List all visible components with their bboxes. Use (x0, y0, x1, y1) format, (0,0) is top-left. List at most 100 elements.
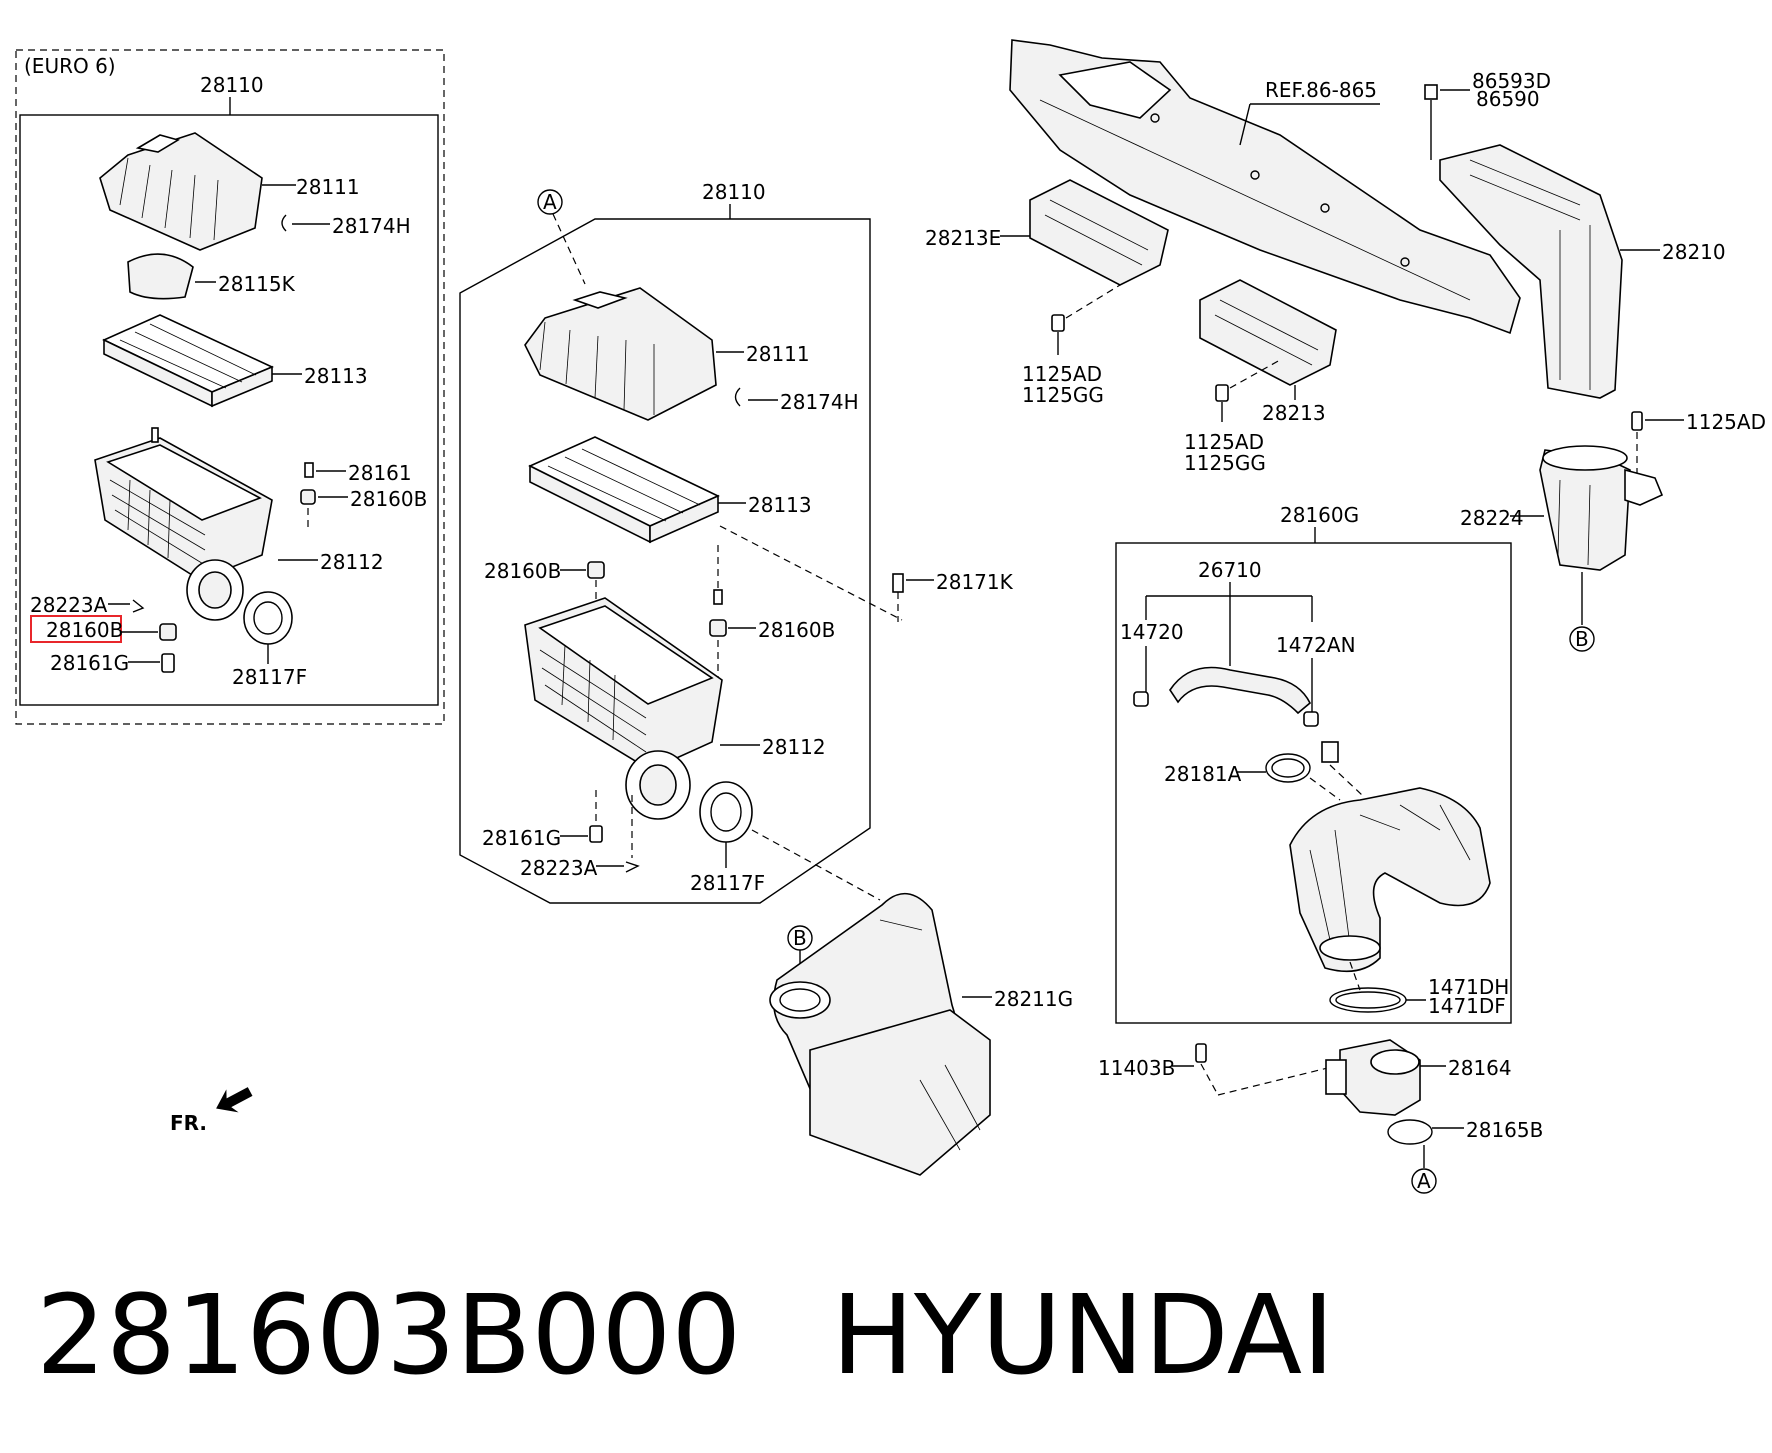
air-cleaner-cover (524, 287, 717, 421)
callout-28110-euro6: 28110 (200, 73, 264, 97)
callout-28181a: 28181A (1164, 762, 1242, 786)
clamp-28181a (1265, 753, 1311, 783)
air-filter-small (102, 314, 274, 408)
callout-28161g-euro6: 28161G (50, 651, 129, 675)
intake-hose-28160g (1289, 787, 1491, 973)
air-intake-duct-28210 (1439, 144, 1623, 399)
parts-diagram: (EURO 6) 28110 28111 28174H 28115K 28113 (15, 39, 1766, 1194)
marker-a-top (537, 189, 563, 215)
callout-28211g: 28211G (994, 987, 1073, 1011)
callout-28160b-main-top: 28160B (484, 559, 561, 583)
marker-b-right-label: B (1575, 627, 1589, 651)
callout-26710: 26710 (1198, 558, 1262, 582)
callout-28165b: 28165B (1466, 1118, 1543, 1142)
pin-28161g-main (589, 825, 603, 843)
marker-a-bottom (1411, 1168, 1437, 1194)
guide-28213e (1029, 179, 1169, 286)
reference-label: REF.86-865 (1265, 78, 1377, 102)
callout-86590: 86590 (1476, 87, 1540, 111)
callout-1125gg-b: 1125GG (1184, 451, 1266, 475)
air-cleaner-cover-small (99, 132, 263, 251)
o-ring-28165b (1387, 1119, 1433, 1145)
callout-14720: 14720 (1120, 620, 1184, 644)
callout-28174h-euro6: 28174H (332, 214, 411, 238)
clip-28174h-euro6 (281, 214, 287, 232)
bolt-11403b (1195, 1043, 1207, 1063)
callout-28117f-euro6: 28117F (232, 665, 307, 689)
callout-1472an: 1472AN (1276, 633, 1356, 657)
gasket-28117f-main (699, 781, 753, 843)
clamp-14720 (1133, 691, 1149, 707)
callout-28112-euro6: 28112 (320, 550, 384, 574)
callout-28161-euro6: 28161 (348, 461, 412, 485)
grommet-28160b-main-top (587, 561, 605, 579)
clamp-1472an (1303, 711, 1319, 727)
air-cleaner-body (524, 597, 723, 820)
front-direction-label: FR. (170, 1111, 207, 1135)
callout-28223a-euro6: 28223A (30, 593, 108, 617)
air-cleaner-body-small (94, 427, 273, 621)
part-number: 281603B000 (36, 1271, 742, 1399)
main-assembly-outline (459, 218, 871, 904)
callout-28210: 28210 (1662, 240, 1726, 264)
callout-28112-main: 28112 (762, 735, 826, 759)
callout-1125ad-a: 1125AD (1022, 362, 1102, 386)
callout-28171k: 28171K (936, 570, 1014, 594)
pin-28161g-euro6 (161, 653, 175, 673)
pin-28161-euro6 (304, 462, 314, 478)
marker-a-top-label: A (543, 190, 557, 214)
callout-1471df: 1471DF (1428, 994, 1506, 1018)
marker-a-bottom-label: A (1417, 1169, 1431, 1193)
callout-28160b-euro6: 28160B (350, 487, 427, 511)
euro6-variant-label: (EURO 6) (24, 54, 116, 78)
pin-main (713, 589, 723, 605)
callout-28164: 28164 (1448, 1056, 1512, 1080)
gasket-28117f-euro6 (243, 591, 293, 645)
callout-28117f-main: 28117F (690, 871, 765, 895)
callout-28111-euro6: 28111 (296, 175, 360, 199)
euro6-assembly-box (19, 114, 439, 706)
callout-28213e: 28213E (925, 226, 1001, 250)
callout-28161g-main: 28161G (482, 826, 561, 850)
connector (1321, 741, 1339, 763)
callout-1471dh: 1471DH (1428, 975, 1509, 999)
callout-28110-main: 28110 (702, 180, 766, 204)
bolt-1125ad-c (1631, 411, 1643, 431)
hose-assembly-box (1115, 542, 1512, 1024)
grommet-28160b-highlighted (159, 623, 177, 641)
callout-28174h-main: 28174H (780, 390, 859, 414)
marker-b-mid-label: B (793, 926, 807, 950)
callout-28160g: 28160G (1280, 503, 1359, 527)
clip-28174h-main (734, 387, 741, 407)
clip-28223a-main (625, 861, 640, 873)
grommet-28160b-euro6 (300, 489, 316, 505)
front-arrow-icon (216, 1087, 253, 1113)
grommet-28160b-main (709, 619, 727, 637)
marker-b-right (1569, 626, 1595, 652)
callout-1125gg-a: 1125GG (1022, 383, 1104, 407)
bolt-1125ad-b (1215, 384, 1229, 402)
callout-86593d: 86593D (1472, 69, 1551, 93)
callout-28111-main: 28111 (746, 342, 810, 366)
callout-28160b-main: 28160B (758, 618, 835, 642)
callout-11403b: 11403B (1098, 1056, 1175, 1080)
euro6-variant-box (15, 49, 445, 725)
air-flow-sensor-28164 (1325, 1039, 1421, 1116)
bolt-28171k (892, 573, 904, 593)
highlighted-part-box (30, 615, 122, 643)
breather-hose-26710 (1169, 666, 1311, 715)
duct-28224 (1539, 445, 1664, 571)
callout-28213: 28213 (1262, 401, 1326, 425)
resonator-28115k (127, 253, 194, 300)
callout-1125ad-c: 1125AD (1686, 410, 1766, 434)
callout-28224: 28224 (1460, 506, 1524, 530)
radiator-support-panel (1009, 39, 1521, 335)
callout-1125ad-b: 1125AD (1184, 430, 1264, 454)
air-filter (528, 436, 720, 544)
callout-28223a-main: 28223A (520, 856, 598, 880)
callout-28113-main: 28113 (748, 493, 812, 517)
callout-28113-euro6: 28113 (304, 364, 368, 388)
callout-28160b-highlighted: 28160B (46, 618, 123, 642)
intake-duct-28211g (769, 892, 991, 1176)
